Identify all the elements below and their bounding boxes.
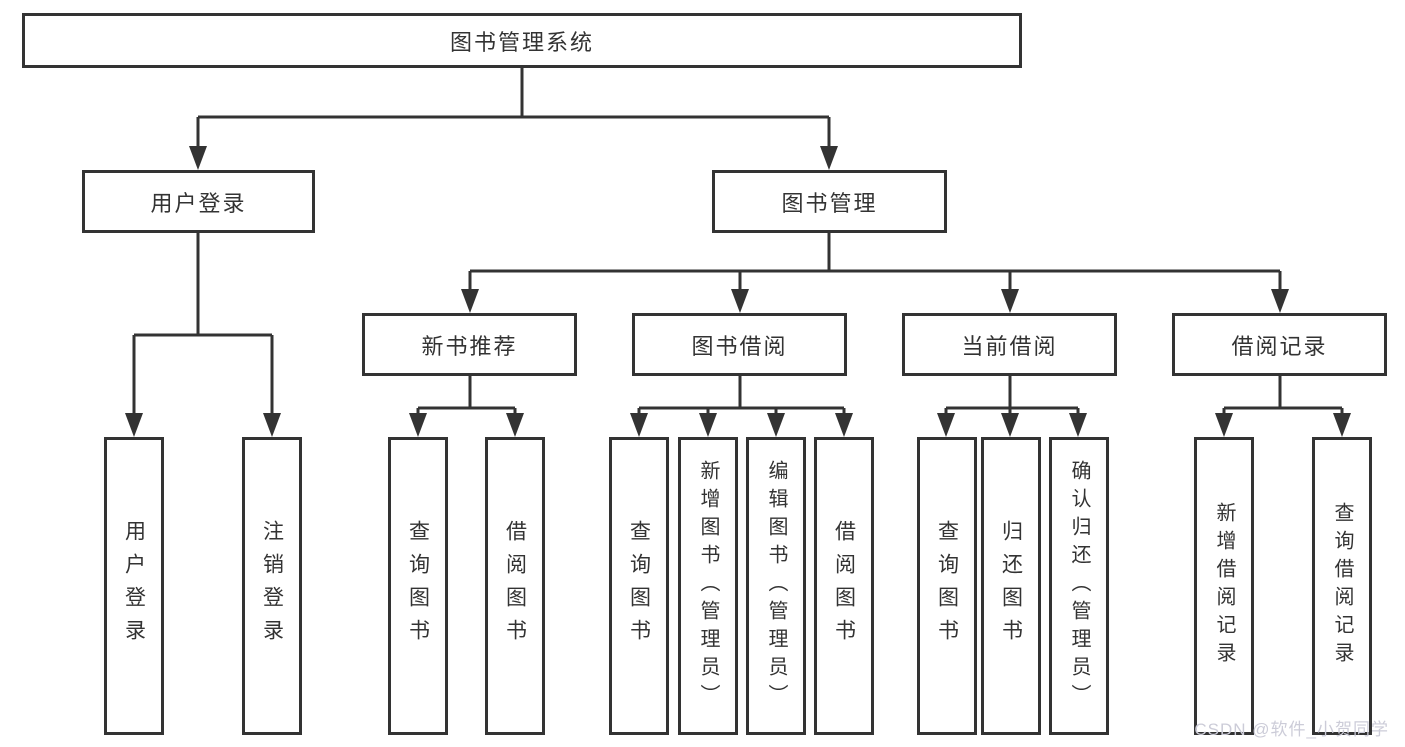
leaf-logout: 注销登录	[242, 437, 302, 735]
leaf-label: 确认归还（管理员）	[1068, 460, 1090, 712]
node-book-borrow: 图书借阅	[632, 313, 847, 376]
node-user-login: 用户登录	[82, 170, 315, 233]
arrowhead-group	[125, 146, 1351, 437]
csdn-watermark: CSDN @软件_小贺同学	[1194, 720, 1389, 739]
node-book-management: 图书管理	[712, 170, 947, 233]
leaf-borrow-books: 借阅图书	[485, 437, 545, 735]
leaf-label: 查询图书	[935, 520, 959, 652]
node-label: 借阅记录	[1231, 333, 1328, 359]
node-label: 图书借阅	[691, 333, 788, 359]
leaf-label: 查询借阅记录	[1331, 502, 1353, 670]
leaf-user-login: 用户登录	[104, 437, 164, 735]
leaf-label: 新增图书（管理员）	[697, 460, 719, 712]
node-label: 图书管理系统	[449, 29, 594, 55]
leaf-label: 查询图书	[406, 520, 430, 652]
leaf-return-books: 归还图书	[981, 437, 1041, 735]
node-label: 当前借阅	[961, 333, 1058, 359]
leaf-label: 借阅图书	[832, 520, 856, 652]
leaf-query-books: 查询图书	[609, 437, 669, 735]
leaf-query-borrow-record: 查询借阅记录	[1312, 437, 1372, 735]
leaf-query-books: 查询图书	[917, 437, 977, 735]
leaf-edit-books-admin: 编辑图书（管理员）	[746, 437, 806, 735]
node-label: 用户登录	[150, 190, 247, 216]
leaf-confirm-return-admin: 确认归还（管理员）	[1049, 437, 1109, 735]
leaf-add-books-admin: 新增图书（管理员）	[678, 437, 738, 735]
leaf-label: 借阅图书	[503, 520, 527, 652]
leaf-label: 编辑图书（管理员）	[765, 460, 787, 712]
leaf-label: 新增借阅记录	[1213, 502, 1235, 670]
node-new-book-recommend: 新书推荐	[362, 313, 577, 376]
leaf-label: 归还图书	[999, 520, 1023, 652]
node-borrow-records: 借阅记录	[1172, 313, 1387, 376]
leaf-add-borrow-record: 新增借阅记录	[1194, 437, 1254, 735]
leaf-query-books: 查询图书	[388, 437, 448, 735]
node-label: 新书推荐	[421, 333, 518, 359]
leaf-borrow-books: 借阅图书	[814, 437, 874, 735]
node-library-system: 图书管理系统	[22, 13, 1022, 68]
leaf-label: 注销登录	[260, 520, 284, 652]
node-label: 图书管理	[781, 190, 878, 216]
leaf-label: 查询图书	[627, 520, 651, 652]
node-current-borrow: 当前借阅	[902, 313, 1117, 376]
leaf-label: 用户登录	[122, 520, 146, 652]
